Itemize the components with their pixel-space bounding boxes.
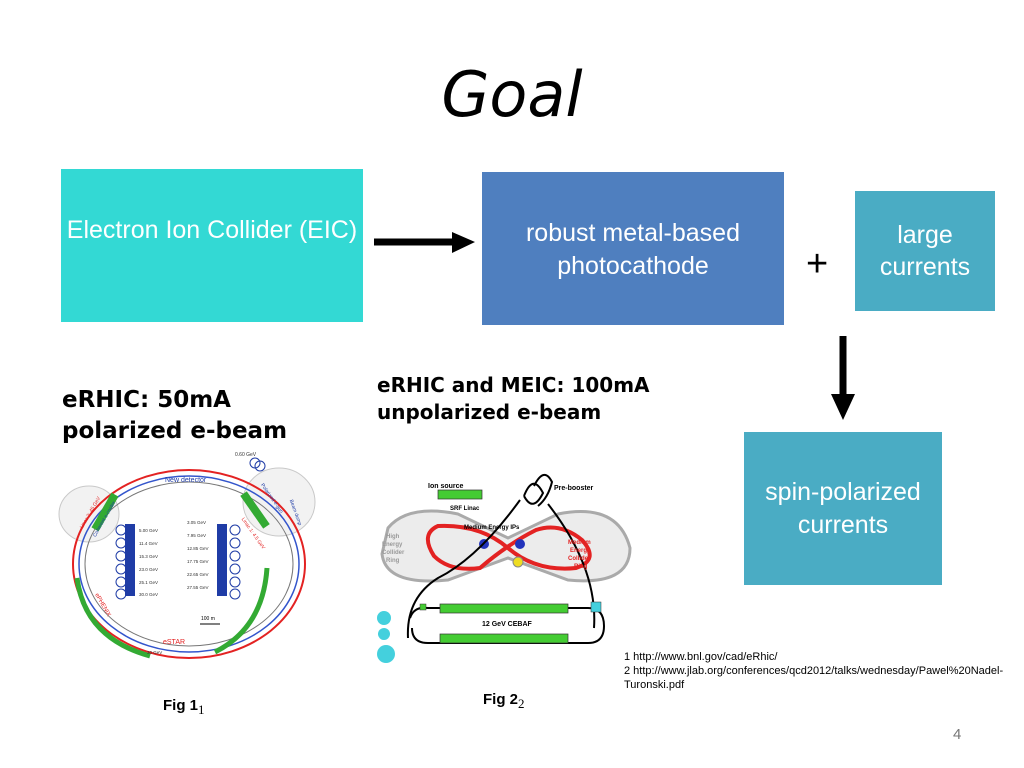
- ring-label: High: [386, 534, 400, 540]
- energy-label: 7.95 GeV: [187, 533, 206, 538]
- fig1-caption: Fig 11: [163, 697, 205, 717]
- energy-label: 30 GeV: [147, 650, 162, 655]
- reference-item: 2 http://www.jlab.org/conferences/qcd201…: [624, 665, 1004, 691]
- erhic-label: eRHIC: 50mA polarized e-beam: [62, 387, 288, 445]
- energy-label: 15.3 GeV: [139, 554, 158, 559]
- ring-label: Medium: [568, 540, 591, 546]
- ring-label: Energy: [382, 542, 403, 548]
- ion-source-label: Ion source: [428, 483, 464, 490]
- medium-ips-label: Medium Energy IPs: [464, 525, 520, 531]
- ring-label: Collider: [568, 556, 591, 562]
- pre-booster-label: Pre-booster: [554, 485, 594, 492]
- fig2-caption: Fig 22: [483, 691, 525, 711]
- ring-label: Ring: [574, 564, 588, 570]
- energy-label: 0.60 GeV: [235, 452, 257, 458]
- erhic-diagram: 0.60 GeV New detector Linac 2: 45 GeV Co…: [58, 452, 316, 659]
- right-arrow-icon: [374, 232, 475, 253]
- energy-label: 12.85 GeV: [187, 546, 209, 551]
- ring-label: Collider: [382, 550, 405, 556]
- srf-linac-label: SRF Linac: [450, 506, 480, 512]
- energy-label: 27.55 GeV: [187, 585, 209, 590]
- energy-label: 3.05 GeV: [187, 520, 206, 525]
- references: 1 http://www.bnl.gov/cad/eRhic/ 2 http:/…: [624, 650, 1022, 692]
- ring-label: Energy: [570, 548, 591, 554]
- scale-label: 100 m: [201, 616, 215, 622]
- energy-label: 22.65 GeV: [187, 572, 209, 577]
- ephenix-label: ePHENIX: [93, 593, 111, 618]
- large-currents-box: large currents: [855, 191, 995, 311]
- energy-label: 17.75 GeV: [187, 559, 209, 564]
- slide-title: Goal: [441, 58, 583, 131]
- energy-label: 11.4 GeV: [139, 541, 158, 546]
- eic-box: Electron Ion Collider (EIC): [61, 169, 363, 322]
- down-arrow-icon: [831, 336, 855, 420]
- ring-label: Ring: [386, 558, 400, 564]
- page-number: 4: [953, 726, 962, 743]
- cebaf-label: 12 GeV CEBAF: [482, 621, 533, 628]
- spin-polarized-box: spin-polarized currents: [744, 432, 942, 585]
- energy-label: 5.00 GeV: [139, 528, 158, 533]
- energy-label: 25.1 GeV: [139, 580, 158, 585]
- energy-label: 30.0 GeV: [139, 592, 158, 597]
- photocathode-box: robust metal-based photocathode: [482, 172, 784, 325]
- erhic-meic-label: eRHIC and MEIC: 100mA unpolarized e-beam: [377, 373, 650, 424]
- reference-item: 1 http://www.bnl.gov/cad/eRhic/: [624, 651, 778, 663]
- plus-sign: +: [806, 243, 829, 285]
- meic-diagram: Ion source Pre-booster SRF Linac Medium …: [377, 474, 632, 663]
- new-detector-label: New detector: [165, 477, 207, 484]
- estar-label: eSTAR: [163, 639, 185, 646]
- energy-label: 23.0 GeV: [139, 567, 158, 572]
